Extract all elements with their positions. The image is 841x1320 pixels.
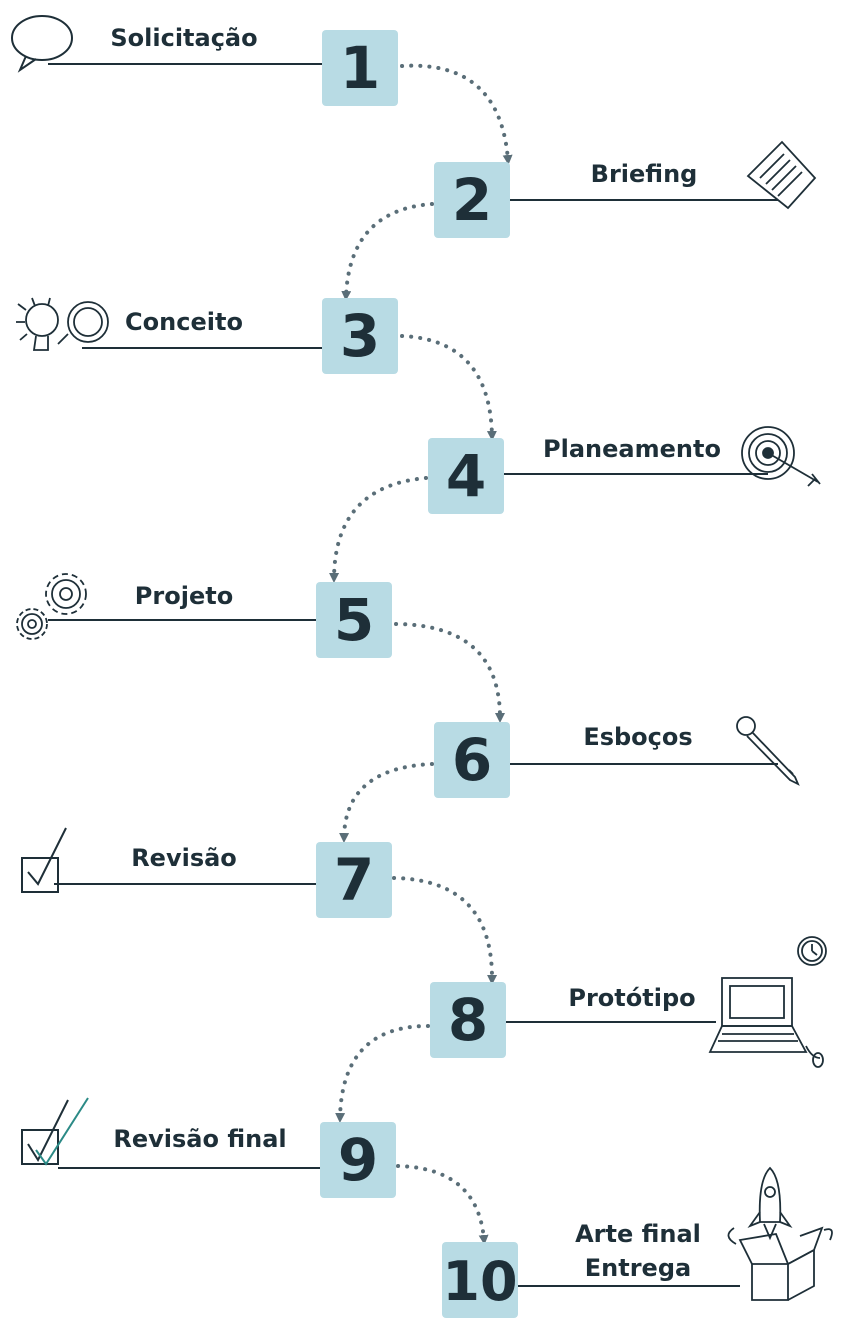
step-number: 8 xyxy=(448,986,488,1054)
step-number: 1 xyxy=(340,34,380,102)
gears-icon xyxy=(16,573,87,640)
step-label-secondary: Entrega xyxy=(585,1254,691,1282)
checkbox-icon xyxy=(21,827,67,893)
step-number: 9 xyxy=(338,1126,378,1194)
step-number: 7 xyxy=(334,846,374,914)
speech-bubble-icon xyxy=(11,15,73,73)
step-label: Planeamento xyxy=(543,435,721,463)
step-3: 3 Conceito xyxy=(125,298,398,374)
step-number-box xyxy=(442,1242,518,1318)
dotted-arrow-2-to-3 xyxy=(341,202,434,301)
step-label: Arte final xyxy=(575,1220,701,1248)
step-connectors xyxy=(329,63,513,1245)
leader-lines xyxy=(48,63,778,1287)
dotted-arrow-9-to-10 xyxy=(396,1164,489,1245)
step-number: 4 xyxy=(446,442,486,510)
dotted-arrow-5-to-6 xyxy=(394,622,505,723)
step-number: 6 xyxy=(452,726,492,794)
laptop-clock-icon xyxy=(708,936,827,1068)
step-4: 4 Planeamento xyxy=(428,435,721,514)
steps: 1 Solicitação 2 Briefing 3 Conceito 4 Planeamen… xyxy=(110,24,721,1318)
double-checkbox-icon xyxy=(21,1097,89,1166)
step-number-box xyxy=(316,582,392,658)
step-label: Revisão final xyxy=(113,1125,286,1153)
document-icon xyxy=(746,140,817,210)
step-label: Briefing xyxy=(591,160,698,188)
step-label: Protótipo xyxy=(568,984,695,1012)
step-2: 2 Briefing xyxy=(434,160,697,238)
dotted-arrow-8-to-9 xyxy=(335,1024,430,1123)
lightbulb-magnifier-icon xyxy=(16,297,109,351)
dotted-arrow-6-to-7 xyxy=(339,762,434,843)
step-8: 8 Protótipo xyxy=(430,982,696,1058)
step-9: 9 Revisão final xyxy=(113,1122,396,1198)
dotted-arrow-7-to-8 xyxy=(392,876,498,985)
step-number: 10 xyxy=(442,1250,517,1313)
step-label: Esboços xyxy=(583,723,692,751)
step-5: 5 Projeto xyxy=(135,582,392,658)
dotted-arrow-1-to-2 xyxy=(400,63,513,165)
step-number-box xyxy=(430,982,506,1058)
step-number-box xyxy=(320,1122,396,1198)
step-number-box xyxy=(322,298,398,374)
rocket-box-icon xyxy=(727,1166,833,1301)
dotted-arrow-4-to-5 xyxy=(329,476,428,583)
step-label: Conceito xyxy=(125,308,243,336)
step-7: 7 Revisão xyxy=(131,842,392,918)
step-number: 3 xyxy=(340,302,380,370)
step-number-box xyxy=(428,438,504,514)
step-label: Revisão xyxy=(131,844,237,872)
step-label: Projeto xyxy=(135,582,233,610)
step-number: 5 xyxy=(334,586,374,654)
target-icon xyxy=(741,426,821,487)
step-number: 2 xyxy=(452,166,492,234)
step-label: Solicitação xyxy=(110,24,257,52)
step-number-box xyxy=(434,722,510,798)
step-number-box xyxy=(322,30,398,106)
step-number-box xyxy=(434,162,510,238)
step-1: 1 Solicitação xyxy=(110,24,398,106)
pencil-icon xyxy=(736,716,800,786)
step-6: 6 Esboços xyxy=(434,722,693,798)
step-number-box xyxy=(316,842,392,918)
dotted-arrow-3-to-4 xyxy=(400,334,497,441)
